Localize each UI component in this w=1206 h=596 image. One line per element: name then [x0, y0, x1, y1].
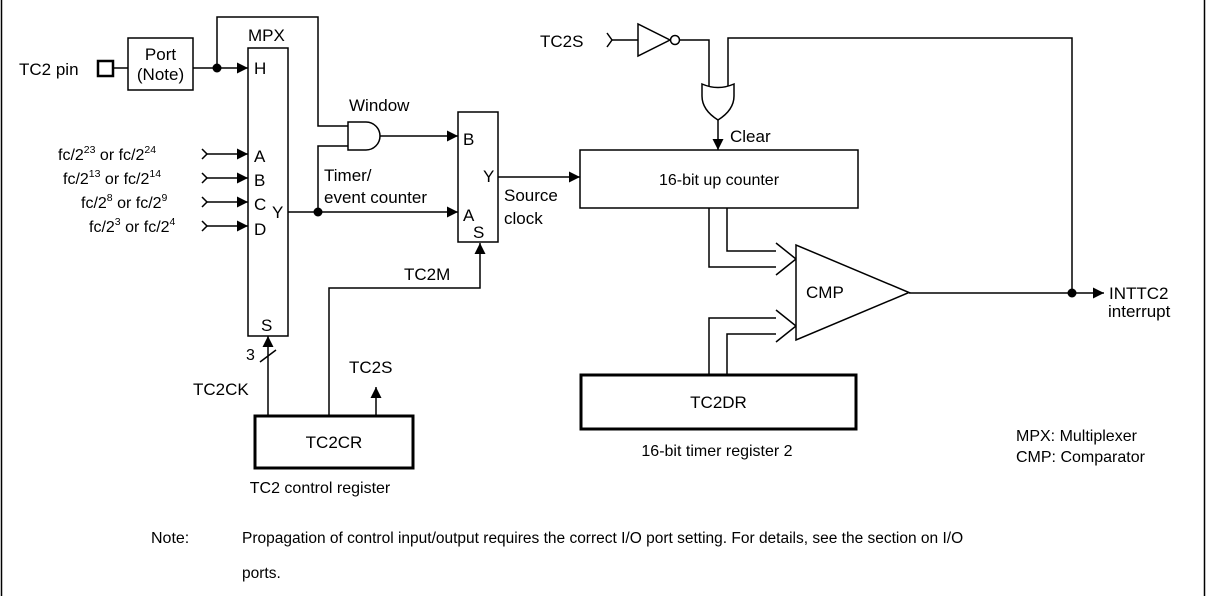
tc2cr-register-block: [253, 414, 415, 470]
inverter-gate: [637, 22, 672, 58]
port-note-label: (Note): [137, 65, 184, 84]
tc2cr-caption: TC2 control register: [250, 480, 391, 497]
legend-cmp: CMP: Comparator: [1016, 449, 1146, 466]
mpx-output-y: Y: [272, 203, 283, 222]
tc2s-input-label: TC2S: [540, 32, 583, 51]
tc2-pin-square: [96, 59, 115, 78]
note-label: Note:: [151, 530, 189, 547]
register-to-cmp-bus: [708, 309, 798, 374]
mpx-input-d: D: [254, 220, 266, 239]
mpx-input-a: A: [254, 147, 266, 166]
interrupt-label-line2: interrupt: [1108, 302, 1171, 321]
mpx-y-to-window-gate-wire: [317, 145, 348, 212]
tc2ck-label: TC2CK: [193, 380, 249, 399]
timer-label-line2: event counter: [324, 188, 427, 207]
svg-text:fc/213 or fc/214: fc/213 or fc/214: [63, 168, 161, 188]
tc2dr-label: TC2DR: [690, 393, 747, 412]
timer-label-line1: Timer/: [324, 166, 372, 185]
inverter-to-or-wire: [680, 39, 710, 86]
port-label: Port: [145, 45, 176, 64]
junction-dot-interrupt: [1067, 288, 1077, 298]
interrupt-feedback-wire: [727, 37, 1073, 293]
tc2m-wire: [328, 243, 486, 415]
counter-to-cmp-bus: [708, 208, 798, 276]
mpx-input-c: C: [254, 195, 266, 214]
mpx-title: MPX: [248, 26, 285, 45]
tc2s-input-chevron: [606, 32, 613, 48]
comparator-block: [795, 243, 911, 342]
port-box: [127, 37, 194, 91]
bus-width-slash: [259, 349, 277, 363]
clear-or-gate: [701, 82, 735, 121]
selector-input-b: B: [463, 130, 474, 149]
mpx-block: [247, 47, 289, 337]
tc2dr-caption: 16-bit timer register 2: [641, 443, 792, 460]
tc2m-label: TC2M: [404, 265, 450, 284]
clock-input-d: fc/23 or fc/24: [89, 216, 248, 236]
source-clock-line2: clock: [504, 209, 543, 228]
comparator-label: CMP: [806, 283, 844, 302]
pin-to-window-gate-wire: [216, 16, 348, 127]
window-label: Window: [349, 96, 410, 115]
clock-input-a: fc/223 or fc/224: [58, 144, 248, 164]
window-and-gate: [347, 121, 381, 151]
interrupt-label-line1: INTTC2: [1109, 284, 1169, 303]
legend-mpx: MPX: Multiplexer: [1016, 428, 1138, 445]
selector-select-s: S: [473, 223, 484, 242]
tc2dr-register-block: [579, 373, 858, 431]
mpx-input-b: B: [254, 171, 265, 190]
clear-label: Clear: [730, 127, 771, 146]
bus-width-label: 3: [246, 347, 255, 364]
svg-text:fc/28 or fc/29: fc/28 or fc/29: [81, 192, 168, 212]
inverter-bubble: [669, 34, 681, 46]
tc2-pin-label: TC2 pin: [19, 60, 79, 79]
note-text-line1: Propagation of control input/output requ…: [242, 530, 963, 547]
mpx-input-h: H: [254, 59, 266, 78]
up-counter-block: [579, 149, 859, 209]
tc2cr-label: TC2CR: [306, 433, 363, 452]
note-text-line2: ports.: [242, 565, 281, 582]
clock-input-b: fc/213 or fc/214: [63, 168, 248, 188]
tc2s-output-label: TC2S: [349, 358, 392, 377]
selector-output-y: Y: [483, 167, 494, 186]
selector-input-a: A: [463, 206, 475, 225]
clock-input-c: fc/28 or fc/29: [81, 192, 248, 212]
source-clock-line1: Source: [504, 186, 558, 205]
svg-text:fc/23 or fc/24: fc/23 or fc/24: [89, 216, 176, 236]
svg-text:fc/223 or fc/224: fc/223 or fc/224: [58, 144, 156, 164]
mpx-select-s: S: [261, 316, 272, 335]
up-counter-label: 16-bit up counter: [659, 172, 780, 189]
